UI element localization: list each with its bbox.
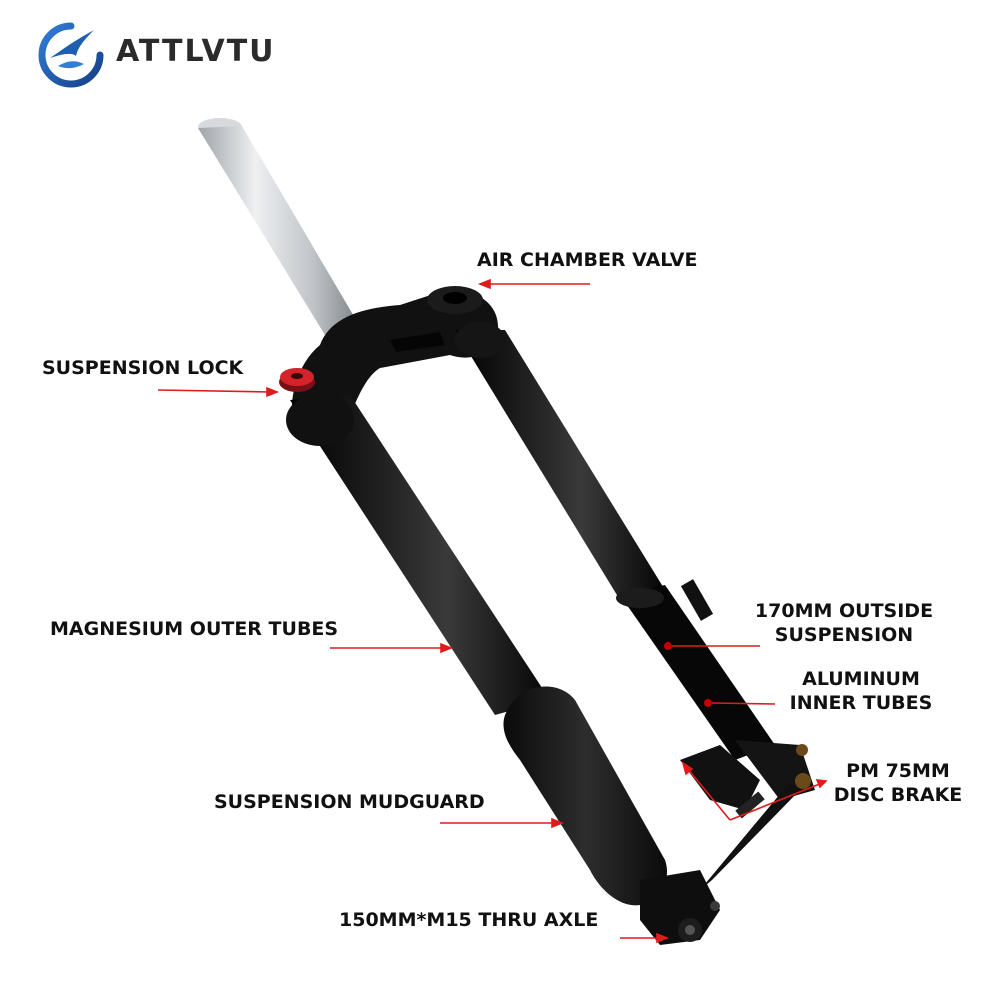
label-air-chamber-valve: AIR CHAMBER VALVE [477, 249, 698, 271]
label-disc-brake-line2: DISC BRAKE [833, 784, 963, 806]
arrow-suspension-lock [157, 389, 271, 393]
brand-name: ATTLVTU [116, 34, 276, 69]
steerer-tube [198, 118, 362, 340]
label-disc-brake: PM 75MM DISC BRAKE [826, 759, 970, 807]
brand-logo: ATTLVTU [36, 20, 336, 90]
label-suspension-lock: SUSPENSION LOCK [42, 357, 244, 379]
arrow-aluminum-inner-tubes [711, 702, 776, 705]
swallow-logo-icon [38, 22, 104, 88]
fork-dropout [640, 870, 720, 945]
left-outer-tube [286, 394, 550, 715]
arrow-disc-brake [686, 767, 731, 821]
label-outside-suspension-line2: SUSPENSION [774, 624, 914, 646]
label-thru-axle: 150MM*M15 THRU AXLE [339, 909, 599, 931]
suspension-mudguard [503, 686, 668, 906]
label-magnesium-outer-tubes: MAGNESIUM OUTER TUBES [50, 618, 339, 640]
label-outside-suspension-line1: 170MM OUTSIDE [754, 600, 934, 622]
label-outside-suspension: 170MM OUTSIDE SUSPENSION [746, 599, 942, 647]
right-outer-tube [455, 322, 665, 600]
callout-arrows [157, 278, 828, 944]
disc-brake-mount [680, 740, 815, 810]
label-aluminum-line2: INNER TUBES [789, 692, 933, 714]
right-lower-leg [616, 579, 775, 760]
label-suspension-mudguard: SUSPENSION MUDGUARD [214, 791, 485, 813]
label-aluminum-line1: ALUMINUM [802, 668, 920, 690]
thru-axle [700, 782, 800, 890]
label-aluminum-inner-tubes: ALUMINUM INNER TUBES [780, 667, 942, 715]
label-disc-brake-line1: PM 75MM [846, 760, 950, 782]
suspension-lock-knob [279, 368, 315, 392]
